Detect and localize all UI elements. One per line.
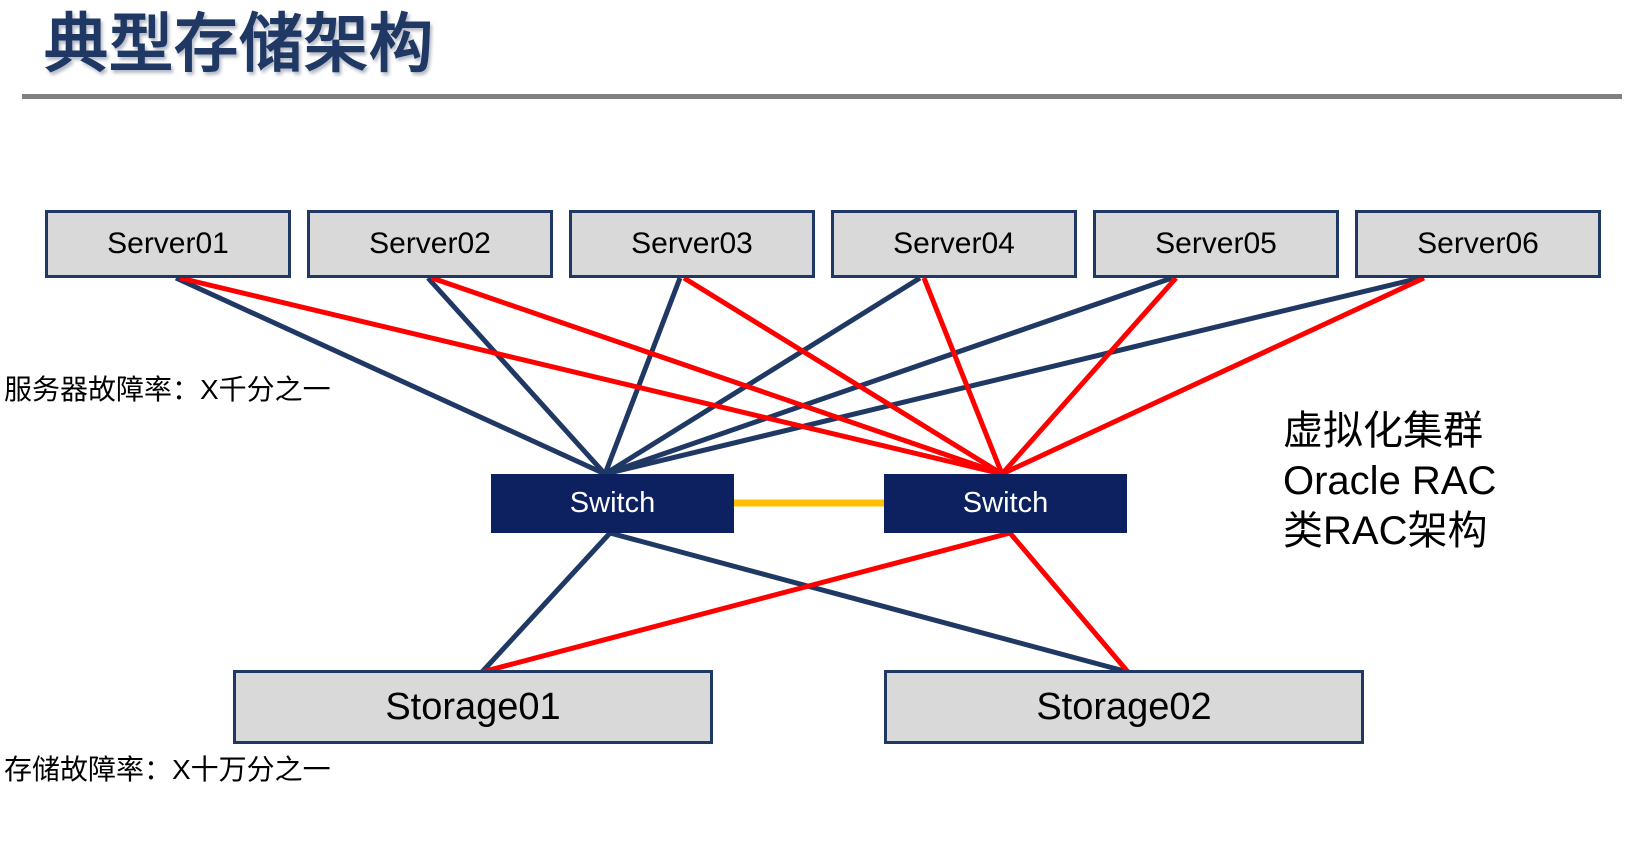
link-right-switch-storage-1 [481, 530, 1011, 675]
node-server05[interactable]: Server05 [1093, 210, 1339, 278]
node-storage02[interactable]: Storage02 [884, 670, 1364, 744]
right-switch-to-storage-links [481, 530, 1130, 675]
node-label: Server04 [893, 227, 1015, 260]
node-switch-right[interactable]: Switch [884, 474, 1127, 533]
node-server01[interactable]: Server01 [45, 210, 291, 278]
node-server06[interactable]: Server06 [1355, 210, 1601, 278]
node-label: Storage02 [1036, 685, 1212, 728]
link-server-left-switch-6 [604, 275, 1421, 477]
link-server-right-switch-4 [921, 277, 1005, 475]
node-label: Server03 [631, 227, 753, 260]
cluster-annotation-line3: 类RAC架构 [1283, 509, 1488, 553]
link-server-right-switch-1 [179, 275, 1003, 477]
cluster-annotation-line1: 虚拟化集群 [1283, 409, 1483, 453]
title-divider [22, 94, 1622, 99]
link-server-left-switch-5 [604, 275, 1173, 477]
link-server-left-switch-4 [603, 275, 922, 477]
link-right-switch-storage-2 [1008, 531, 1130, 674]
node-storage01[interactable]: Storage01 [233, 670, 713, 744]
server-failure-rate-note: 服务器故障率：X千分之一 [4, 374, 331, 405]
node-label: Server02 [369, 227, 491, 260]
node-switch-left[interactable]: Switch [491, 474, 734, 533]
node-server02[interactable]: Server02 [307, 210, 553, 278]
link-left-switch-storage-1 [480, 531, 612, 674]
node-server03[interactable]: Server03 [569, 210, 815, 278]
server-to-right-switch-links [179, 275, 1426, 477]
node-label: Server01 [107, 227, 229, 260]
link-server-left-switch-2 [426, 276, 607, 476]
node-label: Switch [962, 487, 1049, 519]
cluster-annotation: 虚拟化集群 Oracle RAC 类RAC架构 [1283, 406, 1496, 556]
link-server-right-switch-6 [1000, 275, 1426, 477]
left-switch-to-storage-links [480, 530, 1129, 675]
node-label: Storage01 [385, 685, 561, 728]
link-server-right-switch-3 [682, 275, 1004, 477]
storage-failure-rate-note: 存储故障率：X十万分之一 [4, 754, 331, 785]
node-label: Switch [569, 487, 656, 519]
link-server-left-switch-1 [174, 275, 607, 477]
link-server-right-switch-5 [1000, 276, 1178, 476]
link-server-left-switch-3 [602, 277, 683, 475]
node-label: Server06 [1417, 227, 1539, 260]
node-server04[interactable]: Server04 [831, 210, 1077, 278]
page-title: 典型存储架构 [44, 8, 434, 80]
cluster-annotation-line2: Oracle RAC [1283, 459, 1497, 503]
node-label: Server05 [1155, 227, 1277, 260]
server-to-left-switch-links [174, 275, 1421, 477]
link-server-right-switch-2 [431, 275, 1003, 477]
link-left-switch-storage-2 [609, 530, 1129, 675]
